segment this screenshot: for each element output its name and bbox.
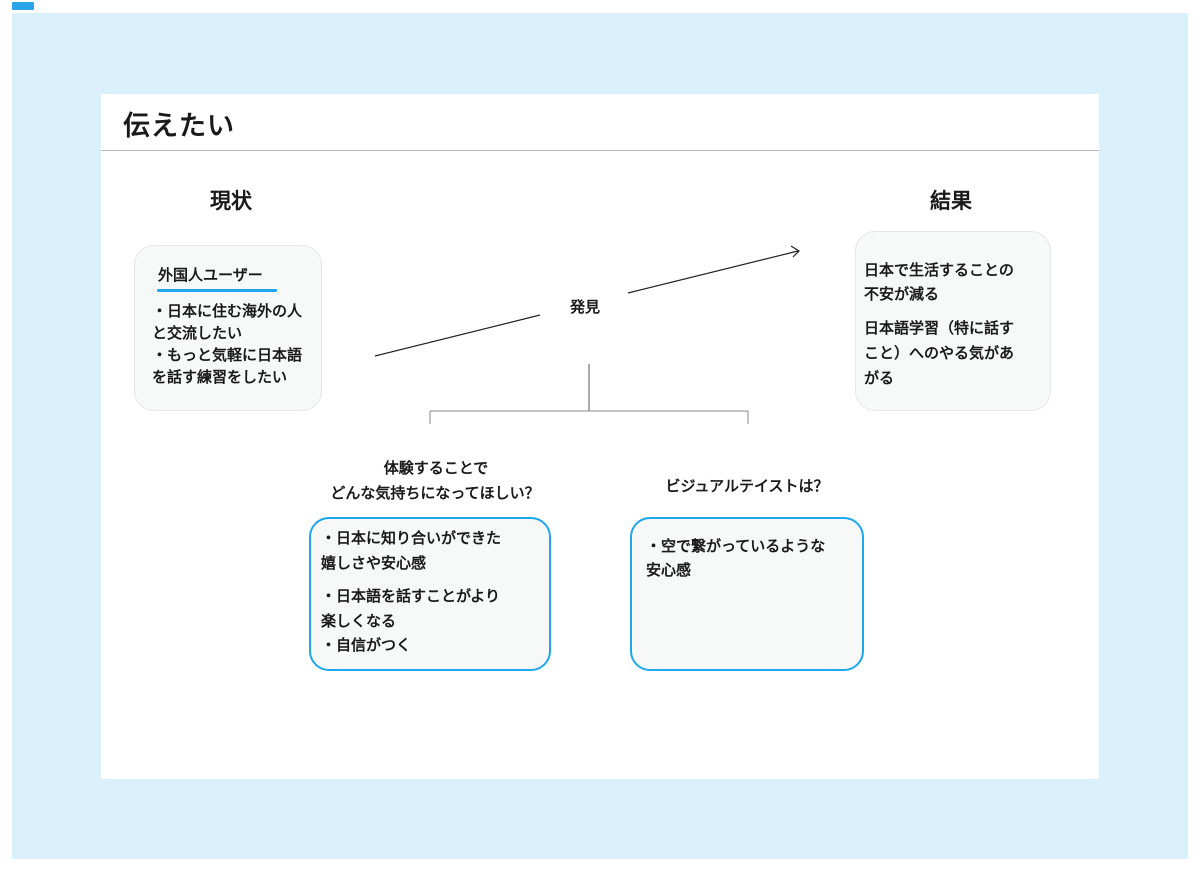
visual-taste-card[interactable] xyxy=(630,517,864,671)
arrow-line-left xyxy=(374,314,541,357)
experience-line-5: ・自信がつく xyxy=(321,636,412,654)
result-line-4: こと）へのやる気があ xyxy=(864,344,1015,362)
result-line-5: がる xyxy=(864,369,895,387)
experience-line-4: 楽しくなる xyxy=(321,612,397,630)
board: 伝えたい xyxy=(101,94,1099,779)
arrow-line-right xyxy=(627,250,799,294)
current-heading: 現状 xyxy=(210,189,252,213)
result-card[interactable] xyxy=(855,231,1051,411)
frame-tag[interactable] xyxy=(12,2,34,10)
board-title: 伝えたい xyxy=(123,111,235,142)
discovery-label: 発見 xyxy=(570,298,601,316)
card-title-underline xyxy=(157,289,277,292)
result-line-3: 日本語学習（特に話す xyxy=(864,319,1015,337)
current-line-2: と交流したい xyxy=(152,324,243,342)
result-heading: 結果 xyxy=(930,189,972,213)
experience-card[interactable] xyxy=(309,517,551,671)
visual-taste-line-2: 安心感 xyxy=(646,561,692,579)
experience-question-line-1: 体験することで xyxy=(383,459,489,477)
experience-line-2: 嬉しさや安心感 xyxy=(321,554,427,572)
current-line-3: ・もっと気軽に日本語 xyxy=(152,346,303,364)
experience-line-1: ・日本に知り合いができた xyxy=(321,529,502,547)
visual-taste-question: ビジュアルテイストは？ xyxy=(665,477,829,495)
current-card[interactable] xyxy=(134,245,322,411)
current-line-4: を話す練習をしたい xyxy=(152,368,288,386)
result-line-1: 日本で生活することの xyxy=(864,261,1014,279)
title-divider xyxy=(101,150,1099,151)
visual-taste-line-1: ・空で繋がっているような xyxy=(646,537,826,555)
current-line-1: ・日本に住む海外の人 xyxy=(152,302,303,320)
experience-line-3: ・日本語を話すことがより xyxy=(321,587,500,605)
current-card-title: 外国人ユーザー xyxy=(158,266,263,284)
experience-question-line-2: どんな気持ちになってほしい？ xyxy=(330,484,540,502)
arrow-head xyxy=(790,245,800,258)
result-line-2: 不安が減る xyxy=(864,285,940,303)
